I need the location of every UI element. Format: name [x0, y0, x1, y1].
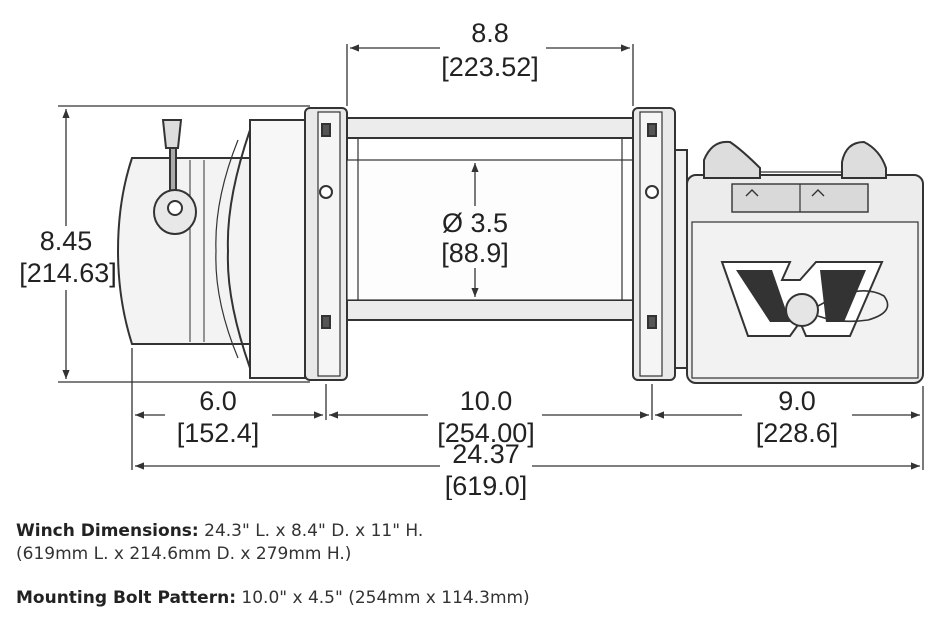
motor-housing — [116, 119, 306, 379]
right-offset-mm: [228.6] — [756, 418, 839, 448]
left-end-plate — [304, 107, 348, 381]
overall-length-mm: [619.0] — [445, 471, 528, 500]
bolt-spacing-inch: 10.0 — [460, 386, 513, 416]
right-end-plate — [632, 107, 688, 381]
mounting-bolt-label: Mounting Bolt Pattern: — [16, 588, 236, 608]
left-offset-inch: 6.0 — [199, 386, 237, 416]
winch-illustration — [116, 107, 924, 384]
drum-diameter-inch: Ø 3.5 — [442, 208, 508, 238]
dimension-labels: 8.8 [223.52] 8.45 [214.63] Ø 3.5 [88.9] … — [19, 18, 838, 500]
winch-dimensions-label: Winch Dimensions: — [16, 521, 199, 541]
winch-dimensions-value: 24.3" L. x 8.4" D. x 11" H. — [204, 521, 424, 541]
left-offset-mm: [152.4] — [177, 418, 260, 448]
control-box — [686, 140, 924, 384]
bolt-spacing-mm: [254.00] — [437, 418, 535, 448]
mounting-bolt-spec: Mounting Bolt Pattern: 10.0" x 4.5" (254… — [16, 587, 530, 610]
height-inch: 8.45 — [40, 226, 93, 256]
right-offset-inch: 9.0 — [778, 386, 816, 416]
drum-diameter-mm: [88.9] — [441, 238, 509, 268]
height-mm: [214.63] — [19, 258, 117, 288]
overall-length-inch: 24.37 — [452, 439, 520, 469]
winch-dimensions-spec: Winch Dimensions: 24.3" L. x 8.4" D. x 1… — [16, 520, 423, 566]
mounting-bolt-value: 10.0" x 4.5" (254mm x 114.3mm) — [241, 588, 530, 608]
winch-dimensions-metric: (619mm L. x 214.6mm D. x 279mm H.) — [16, 544, 352, 564]
dimension-lines — [58, 44, 924, 470]
winch-dimension-drawing: 8.8 [223.52] 8.45 [214.63] Ø 3.5 [88.9] … — [19, 18, 924, 500]
winch-drum — [346, 117, 634, 321]
drum-width-mm: [223.52] — [441, 52, 539, 82]
drum-width-inch: 8.8 — [471, 18, 509, 48]
